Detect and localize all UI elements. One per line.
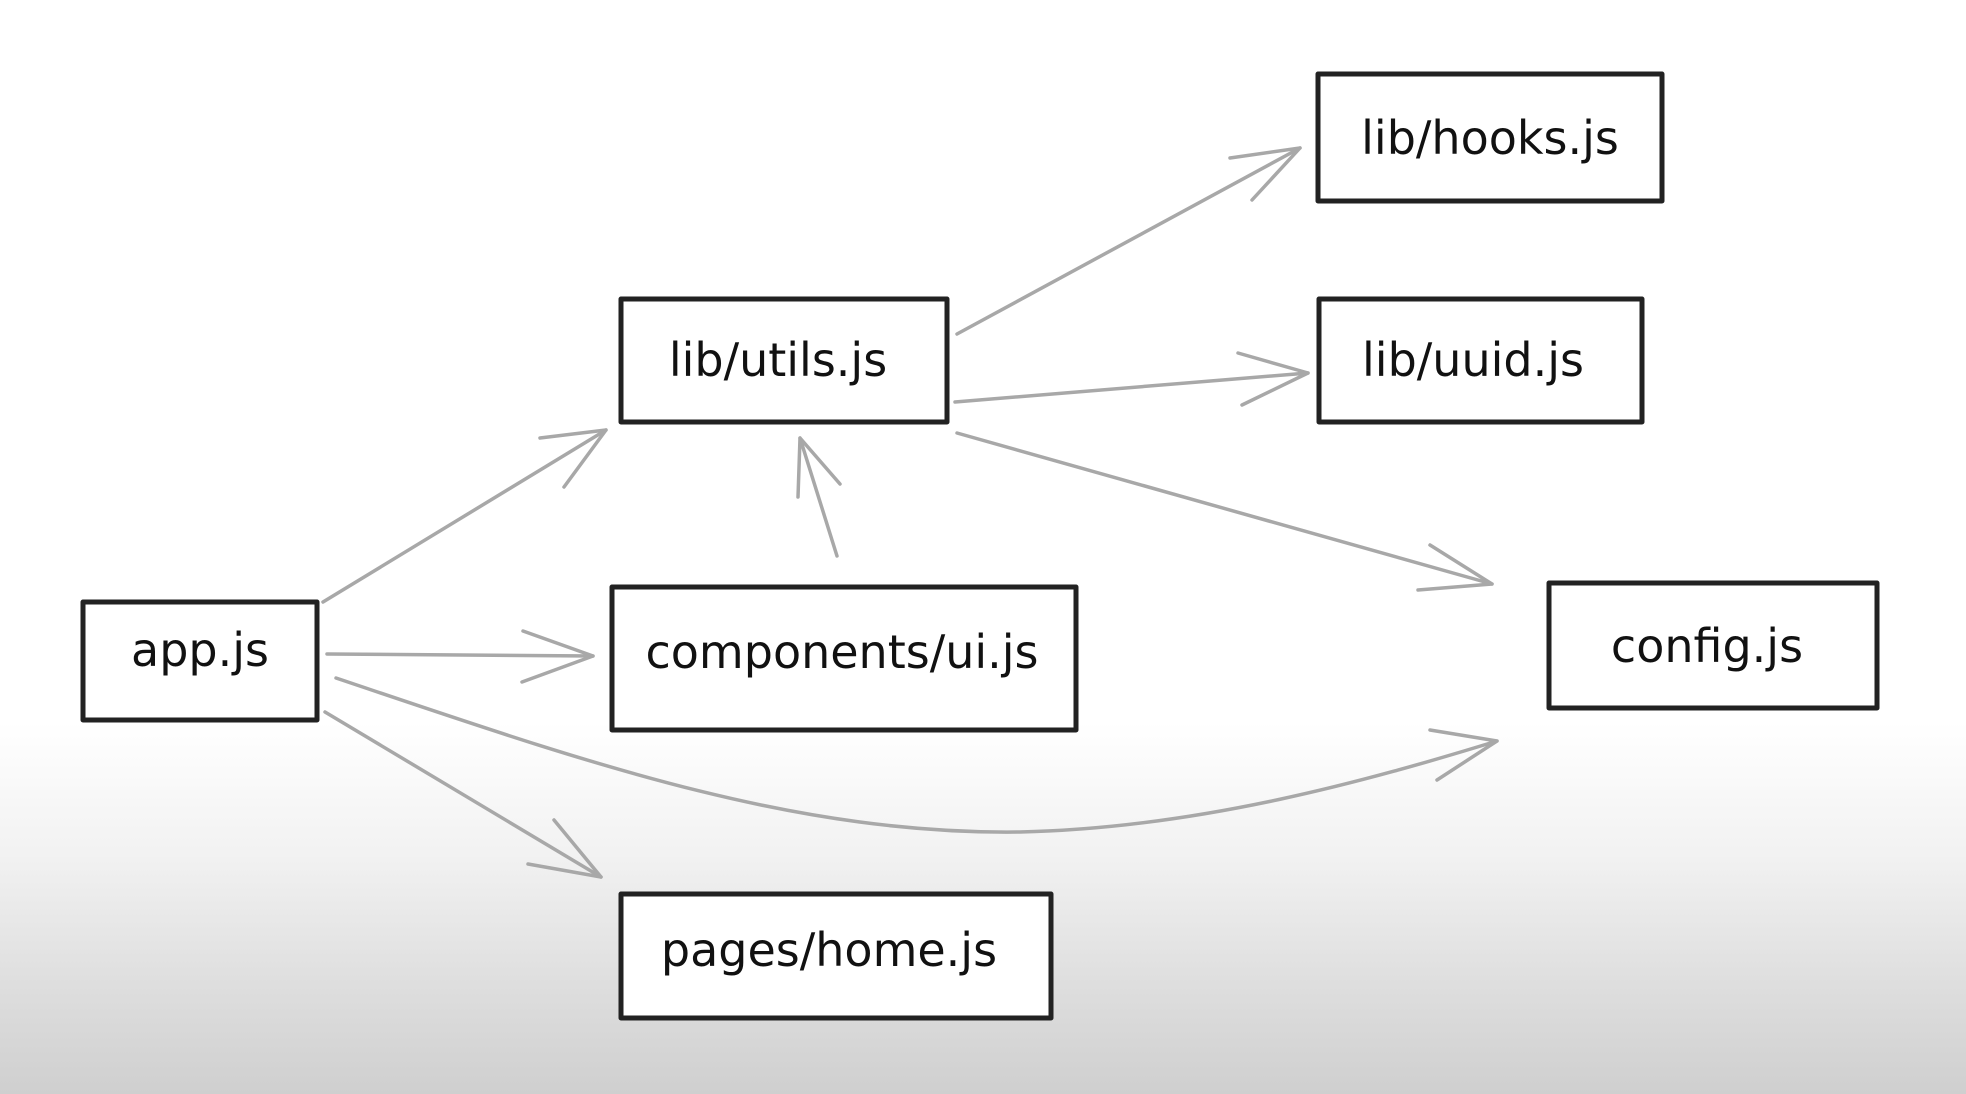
arrowhead xyxy=(520,629,595,684)
node-label: pages/home.js xyxy=(661,923,997,977)
arrowhead xyxy=(1236,351,1310,407)
edge-app-to-ui xyxy=(325,629,595,684)
node-label: config.js xyxy=(1611,619,1803,673)
node-app: app.js xyxy=(80,599,320,723)
arrowhead xyxy=(538,428,608,489)
edge-utils-to-hooks xyxy=(955,146,1302,336)
node-utils: lib/utils.js xyxy=(618,296,950,425)
nodes: app.js lib/utils.js components/ui.js pag… xyxy=(80,71,1880,1021)
node-label: app.js xyxy=(131,623,269,677)
arrowhead xyxy=(1428,728,1499,782)
edge-app-to-utils xyxy=(321,428,608,604)
node-hooks: lib/hooks.js xyxy=(1315,71,1665,204)
node-config: config.js xyxy=(1546,580,1880,711)
node-label: components/ui.js xyxy=(646,625,1039,679)
node-label: lib/utils.js xyxy=(669,333,887,387)
edges xyxy=(321,146,1499,879)
arrowhead xyxy=(796,436,842,499)
arrowhead xyxy=(1228,146,1302,202)
edge-app-to-home xyxy=(323,710,603,879)
node-label: lib/hooks.js xyxy=(1361,111,1619,165)
node-home: pages/home.js xyxy=(618,891,1054,1021)
arrowhead xyxy=(1416,543,1494,592)
edge-ui-to-utils xyxy=(796,436,842,558)
node-label: lib/uuid.js xyxy=(1362,333,1584,387)
edge-app-to-config xyxy=(334,676,1499,834)
node-uuid: lib/uuid.js xyxy=(1316,296,1645,425)
arrowhead xyxy=(526,818,603,879)
node-ui: components/ui.js xyxy=(609,584,1079,733)
edge-utils-to-uuid xyxy=(953,351,1310,407)
edge-utils-to-config xyxy=(955,431,1494,592)
